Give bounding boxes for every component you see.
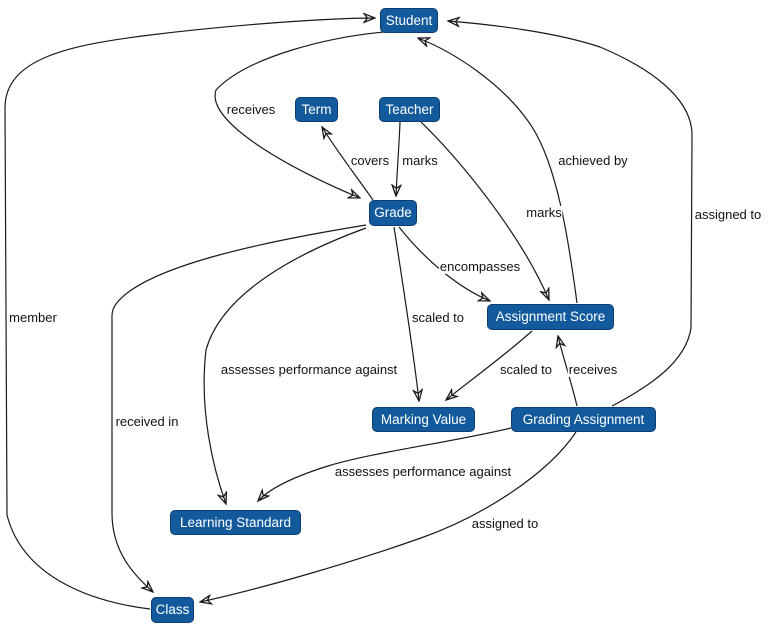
edge-label-receives-grading-assignment: receives [567, 361, 619, 378]
edge-receives-student-grade [214, 31, 385, 198]
edge-label-assesses-performance-against-grade: assesses performance against [219, 361, 399, 378]
node-student: Student [380, 8, 438, 33]
edge-assesses-performance-against-grading-assignment-learning-standard [258, 427, 512, 501]
edge-marks-teacher-grade [396, 121, 400, 196]
edge-label-scaled-to-assignment-score: scaled to [498, 361, 554, 378]
edge-scaled-to-assignment-score-marking-value [446, 330, 533, 400]
edge-scaled-to-grade-marking-value [393, 226, 419, 401]
edge-marks-teacher-assignment-score [420, 121, 549, 300]
edge-label-marks-teacher-grade: marks [401, 152, 439, 169]
edge-assesses-performance-against-grade-learning-standard [203, 227, 367, 504]
node-class: Class [151, 597, 194, 623]
edge-received-in-grade-class [111, 224, 367, 592]
node-marking-value: Marking Value [372, 407, 475, 432]
edge-receives-grading-assignment-assignment-score [558, 336, 578, 407]
edge-covers-grade-term [322, 127, 374, 201]
node-term: Term [295, 97, 338, 122]
edge-label-assesses-performance-against-grading-assignment: assesses performance against [333, 463, 513, 480]
node-teacher: Teacher [379, 97, 440, 122]
edge-assigned-to-grading-assignment-student [448, 21, 693, 407]
edge-achieved-by-assignment-score-student [418, 38, 578, 304]
edge-label-encompasses: encompasses [438, 258, 522, 275]
edge-member-class-student [4, 18, 375, 610]
edge-assigned-to-grading-assignment-class [200, 431, 577, 602]
node-learning-standard: Learning Standard [170, 510, 301, 535]
edge-label-receives-student-grade: receives [225, 101, 277, 118]
edge-label-achieved-by: achieved by [557, 152, 629, 169]
node-grading-assignment: Grading Assignment [511, 407, 656, 432]
edge-label-received-in: received in [114, 413, 180, 430]
node-grade: Grade [369, 200, 417, 226]
edge-label-member: member [8, 309, 58, 326]
edge-label-assigned-to-student: assigned to [693, 206, 763, 223]
edge-label-assigned-to-class: assigned to [470, 515, 540, 532]
edge-label-covers: covers [349, 152, 391, 169]
edge-label-marks-teacher-assignment-score: marks [525, 204, 563, 221]
edge-label-scaled-to-grade: scaled to [410, 309, 466, 326]
node-assignment-score: Assignment Score [487, 304, 614, 330]
